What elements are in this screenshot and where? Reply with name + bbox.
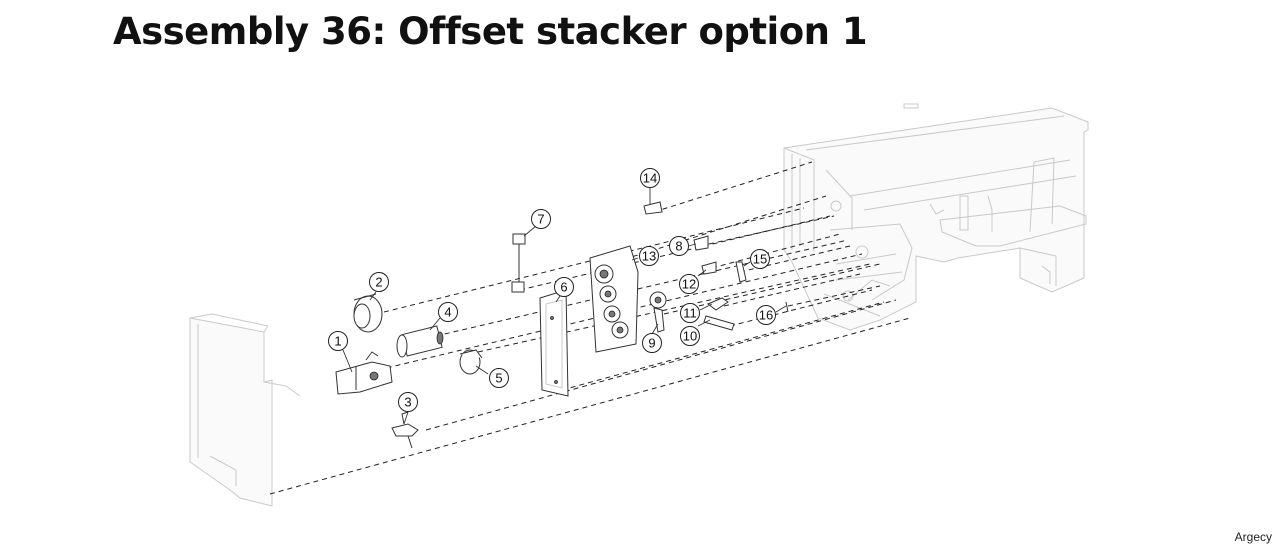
- svg-text:2: 2: [375, 275, 382, 290]
- callout-7: 7: [531, 209, 551, 229]
- part-1-bracket: [335, 351, 393, 395]
- assembly-dashed-lines: [269, 161, 911, 495]
- svg-text:1: 1: [334, 334, 341, 349]
- svg-text:5: 5: [495, 371, 502, 386]
- svg-text:15: 15: [753, 252, 767, 267]
- part-2-motor: [353, 293, 383, 333]
- callout-leaders: [342, 186, 787, 425]
- part-12-latch: [701, 261, 717, 275]
- callout-13: 13: [639, 246, 659, 266]
- part-3-lever: [391, 411, 419, 449]
- stacker-side-cover: [189, 313, 301, 507]
- part-8-switch: [693, 235, 709, 251]
- watermark-label: Argecy: [1234, 530, 1272, 544]
- part-5-sensor: [459, 349, 483, 375]
- part-11-link: [707, 297, 729, 311]
- svg-text:8: 8: [675, 239, 682, 254]
- part-4-drive-motor: [396, 325, 444, 358]
- svg-text:11: 11: [683, 306, 697, 321]
- svg-text:10: 10: [683, 329, 697, 344]
- part-10-arm: [703, 315, 735, 331]
- callout-3: 3: [398, 392, 418, 412]
- svg-text:12: 12: [682, 277, 696, 292]
- callout-6: 6: [554, 277, 574, 297]
- callout-4: 4: [438, 302, 458, 322]
- callout-16: 16: [756, 305, 776, 325]
- callout-12: 12: [679, 274, 699, 294]
- part-13-gear-assembly: [589, 245, 639, 353]
- assembly-title: Assembly 36: Offset stacker option 1: [113, 10, 868, 53]
- part-9-gear-bracket: [649, 291, 667, 333]
- part-16-spring: [785, 301, 789, 313]
- callout-14: 14: [640, 168, 660, 188]
- callout-1: 1: [328, 331, 348, 351]
- callout-8: 8: [669, 236, 689, 256]
- callout-15: 15: [750, 249, 770, 269]
- callout-9: 9: [642, 333, 662, 353]
- svg-text:6: 6: [560, 280, 567, 295]
- part-6-circuit-board: [539, 289, 569, 397]
- callout-10: 10: [680, 326, 700, 346]
- part-7-cable: [511, 233, 526, 293]
- svg-text:4: 4: [444, 305, 451, 320]
- stacker-main-unit: [783, 103, 1089, 331]
- svg-text:14: 14: [643, 171, 657, 186]
- svg-text:3: 3: [404, 395, 411, 410]
- callout-11: 11: [680, 303, 700, 323]
- part-14-sensor-clip: [643, 201, 663, 215]
- part-15-pin: [735, 261, 747, 283]
- callout-2: 2: [369, 272, 389, 292]
- svg-text:7: 7: [537, 212, 544, 227]
- svg-text:9: 9: [648, 336, 655, 351]
- svg-text:16: 16: [759, 308, 773, 323]
- callout-5: 5: [489, 368, 509, 388]
- svg-text:13: 13: [642, 249, 656, 264]
